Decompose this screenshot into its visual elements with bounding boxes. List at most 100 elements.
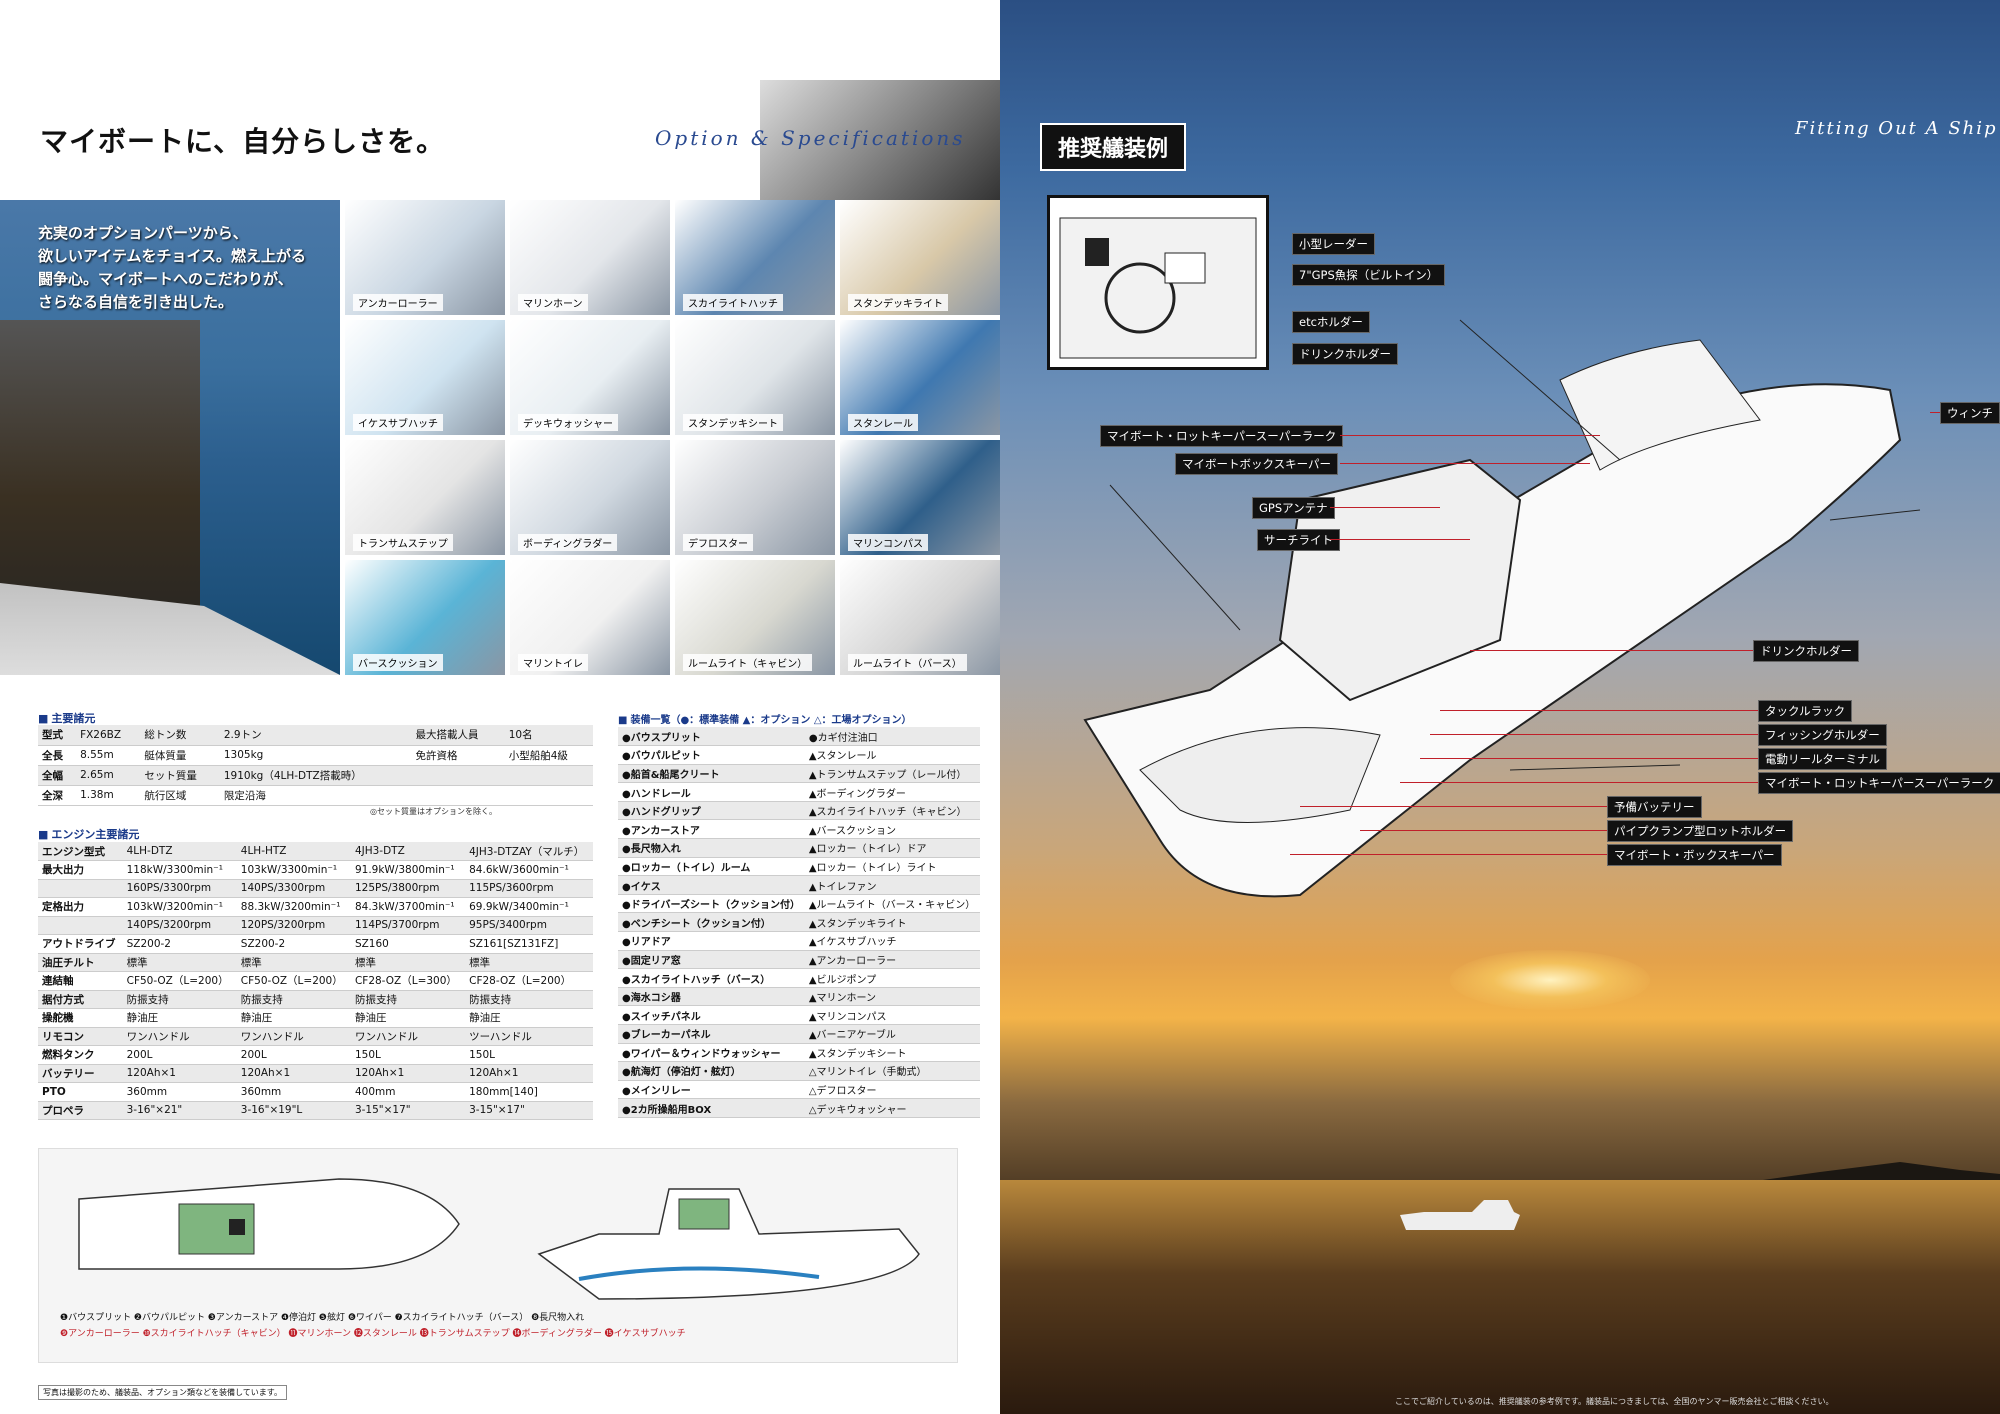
table-cell: 2.9トン	[219, 725, 412, 746]
table-row: ●メインリレー△デフロスター	[618, 1080, 980, 1100]
label-drink-holder: ドリンクホルダー	[1753, 640, 1859, 662]
label-gps-antenna: GPSアンテナ	[1252, 497, 1335, 519]
table-cell: ●ロッカー（トイレ）ルーム	[618, 857, 805, 877]
table-cell: リモコン	[38, 1027, 123, 1046]
option-photo-caption: マリンコンパス	[848, 534, 928, 551]
table-row: ●船首&船尾クリート▲トランサムステップ（レール付）	[618, 764, 980, 784]
table-cell: 型式	[38, 725, 77, 746]
label-box-keeper-1: マイボートボックスキーパー	[1175, 453, 1339, 475]
option-photo-grid: アンカーローラーマリンホーンスカイライトハッチスタンデッキライトイケスサブハッチ…	[345, 200, 1000, 675]
equipment-table: ●バウスプリット●カギ付注油口●バウパルピット▲スタンレール●船首&船尾クリート…	[618, 727, 980, 1118]
table-cell: ●アンカーストア	[618, 819, 805, 840]
table-row: リモコンワンハンドルワンハンドルワンハンドルツーハンドル	[38, 1027, 593, 1046]
table-cell: 4JH3-DTZAY（マルチ）	[465, 842, 593, 861]
fitting-title: Fitting Out A Ship	[1795, 118, 1998, 139]
table-cell: 油圧チルト	[38, 953, 123, 972]
table-cell	[38, 879, 123, 898]
helm-console-svg	[1059, 217, 1257, 359]
cabin-outline	[1278, 458, 1522, 702]
table-cell: ▲アンカーローラー	[804, 950, 980, 970]
table-row: ●ブレーカーパネル▲バーニアケーブル	[618, 1024, 980, 1044]
option-photo-tile: イケスサブハッチ	[345, 320, 505, 435]
option-photo-tile: スタンレール	[840, 320, 1000, 435]
legend-line-1: ❶バウスプリット ❷バウパルピット ❸アンカーストア ❹停泊灯 ❺舷灯 ❻ワイパ…	[60, 1313, 585, 1323]
table-cell: ▲マリンホーン	[804, 987, 980, 1007]
option-photo-tile: ルームライト（キャビン）	[675, 560, 835, 675]
table-cell: ▲トランサムステップ（レール付）	[804, 764, 980, 784]
table-cell: ●ブレーカーパネル	[618, 1024, 805, 1044]
hero-photo: 充実のオプションパーツから、 欲しいアイテムをチョイス。燃え上がる 闘争心。マイ…	[0, 200, 340, 675]
table-cell: 4JH3-DTZ	[350, 842, 466, 861]
table-cell: 91.9kW/3800min⁻¹	[350, 860, 466, 880]
table-cell: 120Ah×1	[465, 1064, 593, 1083]
table-cell: 120PS/3200rpm	[236, 916, 351, 935]
option-photo-caption: ルームライト（キャビン）	[683, 654, 813, 671]
option-photo-tile: アンカーローラー	[345, 200, 505, 315]
table-cell: SZ200-2	[236, 934, 351, 954]
table-cell	[504, 765, 593, 786]
table-cell: 360mm	[122, 1082, 237, 1102]
table-cell: 140PS/3200rpm	[122, 916, 237, 935]
steering-wheel	[1104, 262, 1176, 334]
boat-illustration	[1083, 319, 1921, 898]
bow-deck	[1559, 339, 1761, 471]
table-cell: 10名	[504, 725, 593, 746]
table-cell: 連結軸	[38, 971, 123, 991]
table-cell: SZ160	[350, 934, 466, 954]
table-cell: 400mm	[350, 1082, 466, 1102]
equipment-heading: 装備一覧（●：標準装備 ▲：オプション △：工場オプション）	[618, 711, 911, 726]
table-row: ●スカイライトハッチ（バース）▲ビルジポンプ	[618, 968, 980, 988]
label-spare-battery: 予備バッテリー	[1607, 796, 1702, 818]
table-cell: 120Ah×1	[350, 1064, 466, 1083]
table-cell: ●ベンチシート（クッション付）	[618, 912, 805, 933]
table-cell: CF28-OZ（L=300）	[350, 971, 466, 991]
table-cell: 全深	[38, 785, 77, 806]
table-row: 操舵機静油圧静油圧静油圧静油圧	[38, 1008, 593, 1028]
table-cell: 防振支持	[122, 990, 237, 1009]
table-row: ●海水コシ器▲マリンホーン	[618, 987, 980, 1007]
table-row: ●2カ所操船用BOX△デッキウォッシャー	[618, 1098, 980, 1118]
table-cell: 84.3kW/3700min⁻¹	[350, 897, 466, 917]
label-reel-terminal: 電動リールターミナル	[1758, 748, 1887, 770]
table-row: ●固定リア窓▲アンカーローラー	[618, 950, 980, 970]
table-cell: ●ワイパー＆ウィンドウォッシャー	[618, 1043, 805, 1063]
rod-3	[1509, 764, 1681, 771]
table-cell: ●ハンドグリップ	[618, 801, 805, 821]
boat-layout-diagram	[38, 1148, 958, 1363]
table-row: 据付方式防振支持防振支持防振支持防振支持	[38, 990, 593, 1009]
boat-diagram-svg	[78, 1178, 920, 1300]
table-cell: 125PS/3800rpm	[350, 879, 466, 898]
table-cell: 標準	[465, 953, 593, 972]
table-cell: アウトドライブ	[38, 934, 123, 954]
table-cell: 360mm	[236, 1082, 351, 1102]
table-cell: 180mm[140]	[465, 1082, 593, 1102]
table-row: ●バウスプリット●カギ付注油口	[618, 727, 980, 747]
table-cell: FX26BZ	[76, 725, 141, 746]
table-cell: △マリントイレ（手動式）	[804, 1061, 980, 1081]
table-cell: ●バウスプリット	[618, 727, 805, 747]
table-cell: 69.9kW/3400min⁻¹	[465, 897, 593, 917]
table-cell: CF50-OZ（L=200）	[122, 971, 237, 991]
photo-caption: 写真は撮影のため、艤装品、オプション類などを装備しています。	[38, 1385, 287, 1400]
table-cell: 3-16"×21"	[122, 1101, 237, 1120]
table-cell: ●航海灯（停泊灯・舷灯）	[618, 1061, 805, 1081]
option-photo-caption: マリンホーン	[518, 294, 588, 311]
table-cell: 免許資格	[411, 745, 505, 766]
table-cell: 全長	[38, 745, 77, 766]
table-cell: 103kW/3200min⁻¹	[122, 897, 237, 917]
cabin-window	[678, 1198, 730, 1230]
table-cell: 小型船舶4級	[504, 745, 593, 766]
table-row: ●ハンドグリップ▲スカイライトハッチ（キャビン）	[618, 801, 980, 821]
option-photo-caption: バースクッション	[353, 654, 443, 671]
label-box-keeper-2: マイボート・ボックスキーパー	[1607, 844, 1782, 866]
option-photo-caption: スタンレール	[848, 414, 918, 431]
table-row: ●長尺物入れ▲ロッカー（トイレ）ドア	[618, 838, 980, 858]
table-cell: 1305kg	[219, 745, 412, 766]
label-drink-holder-inset: ドリンクホルダー	[1292, 343, 1398, 365]
